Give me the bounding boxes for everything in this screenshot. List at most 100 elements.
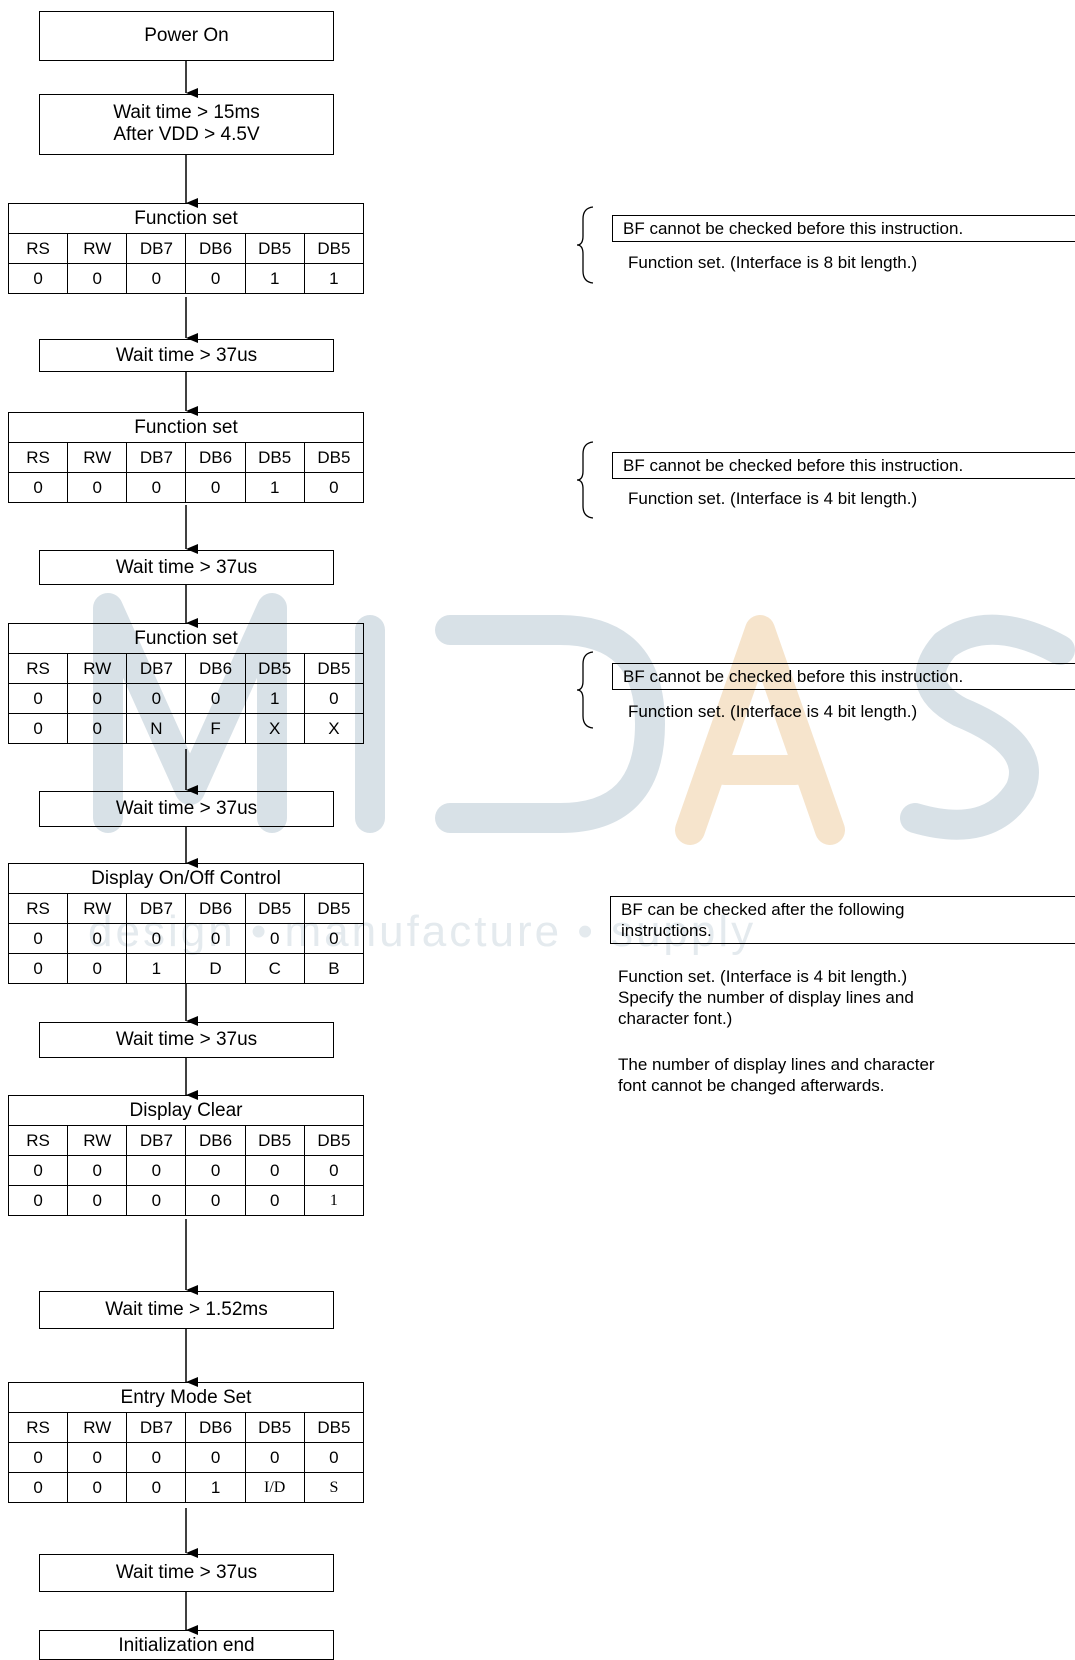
bit-cell: I/D (244, 1472, 305, 1503)
note-4-box-line1: BF can be checked after the following (621, 900, 905, 919)
header-cell: RW (67, 233, 128, 264)
table-title: Function set (8, 412, 364, 443)
header-cell: DB5 (244, 1412, 305, 1443)
bit-cell: 0 (7, 1472, 69, 1503)
note-2-text: Function set. (Interface is 4 bit length… (628, 489, 918, 508)
bit-cell: 1 (244, 263, 305, 294)
table-title: Display On/Off Control (8, 863, 364, 894)
bit-cell: 0 (126, 1185, 187, 1216)
header-cell: DB5 (244, 233, 305, 264)
bit-cell: 0 (7, 1155, 69, 1186)
step-wait-15ms: Wait time > 15ms After VDD > 4.5V (39, 94, 334, 155)
step-wait-label: Wait time > 37us (115, 798, 258, 819)
bit-cell: X (303, 713, 365, 744)
bit-cell: 0 (7, 263, 69, 294)
step-wait-label: Wait time > 37us (115, 557, 258, 578)
note-4-box-line2: instructions. (621, 921, 712, 940)
watermark-d (435, 615, 665, 833)
bit-cell: 0 (7, 953, 69, 984)
note-4-paragraph-2: The number of display lines and characte… (618, 1054, 935, 1096)
bit-cell: 0 (185, 472, 246, 503)
bit-cell: 0 (126, 472, 187, 503)
watermark-a (675, 615, 845, 845)
bit-cell: 0 (126, 1472, 187, 1503)
note-4-box: BF can be checked after the following in… (610, 896, 1075, 944)
step-power-on-label: Power On (144, 25, 229, 46)
step-wait-label: Wait time > 37us (115, 1029, 258, 1050)
bit-cell: 0 (67, 1155, 128, 1186)
bit-cell: 0 (126, 683, 187, 714)
note-1-box-text: BF cannot be checked before this instruc… (623, 219, 964, 238)
bit-cell: 0 (244, 1185, 305, 1216)
bit-cell: 0 (303, 683, 365, 714)
bit-cell: 0 (185, 683, 246, 714)
step-wait-37us-2: Wait time > 37us (39, 550, 334, 585)
step-wait-37us-5: Wait time > 37us (39, 1554, 334, 1592)
header-cell: RS (7, 442, 69, 473)
bit-cell: 0 (67, 1472, 128, 1503)
bit-cell: 0 (185, 1155, 246, 1186)
bit-cell: S (303, 1472, 365, 1503)
bit-cell: 0 (185, 1185, 246, 1216)
note-4-p2-line2: font cannot be changed afterwards. (618, 1076, 885, 1095)
bit-cell: 0 (303, 923, 365, 954)
bit-cell: 0 (185, 263, 246, 294)
note-4-p2-line1: The number of display lines and characte… (618, 1055, 935, 1074)
bit-cell: X (244, 713, 305, 744)
header-cell: DB7 (126, 1125, 187, 1156)
bit-cell: 0 (303, 472, 365, 503)
bit-cell: F (185, 713, 246, 744)
bit-cell: 0 (244, 1442, 305, 1473)
step-initialization-end: Initialization end (39, 1630, 334, 1660)
step-end-label: Initialization end (118, 1635, 255, 1656)
note-4-p1-line3: character font.) (618, 1009, 733, 1028)
bit-cell: 0 (126, 923, 187, 954)
header-cell: RW (67, 442, 128, 473)
note-4-paragraph-1: Function set. (Interface is 4 bit length… (618, 966, 914, 1029)
header-cell: DB5 (303, 1412, 365, 1443)
table-title: Function set (8, 623, 364, 654)
brace-2 (576, 441, 594, 519)
bit-cell: 0 (126, 263, 187, 294)
step-wait-37us-4: Wait time > 37us (39, 1022, 334, 1058)
header-cell: DB7 (126, 893, 187, 924)
note-3-box-text: BF cannot be checked before this instruc… (623, 667, 964, 686)
bit-cell: 0 (303, 1155, 365, 1186)
bit-cell: 1 (303, 1185, 365, 1216)
bit-cell: C (244, 953, 305, 984)
bit-cell: 1 (303, 263, 365, 294)
table-title: Display Clear (8, 1095, 364, 1126)
header-cell: DB7 (126, 653, 187, 684)
note-3-text: Function set. (Interface is 4 bit length… (628, 702, 918, 721)
bit-cell: 0 (67, 1185, 128, 1216)
note-3-box: BF cannot be checked before this instruc… (612, 663, 1075, 690)
header-cell: DB5 (303, 653, 365, 684)
bit-cell: 0 (7, 713, 69, 744)
header-cell: DB5 (303, 893, 365, 924)
header-cell: DB5 (244, 893, 305, 924)
step-wait-15ms-line2: After VDD > 4.5V (113, 124, 260, 145)
note-4-p1-line1: Function set. (Interface is 4 bit length… (618, 967, 908, 986)
note-1-box: BF cannot be checked before this instruc… (612, 215, 1075, 242)
header-cell: DB5 (303, 1125, 365, 1156)
bit-cell: 0 (126, 1155, 187, 1186)
step-wait-label: Wait time > 37us (115, 1562, 258, 1583)
header-cell: DB5 (244, 1125, 305, 1156)
bit-cell: 1 (244, 683, 305, 714)
step-wait-label: Wait time > 37us (115, 345, 258, 366)
